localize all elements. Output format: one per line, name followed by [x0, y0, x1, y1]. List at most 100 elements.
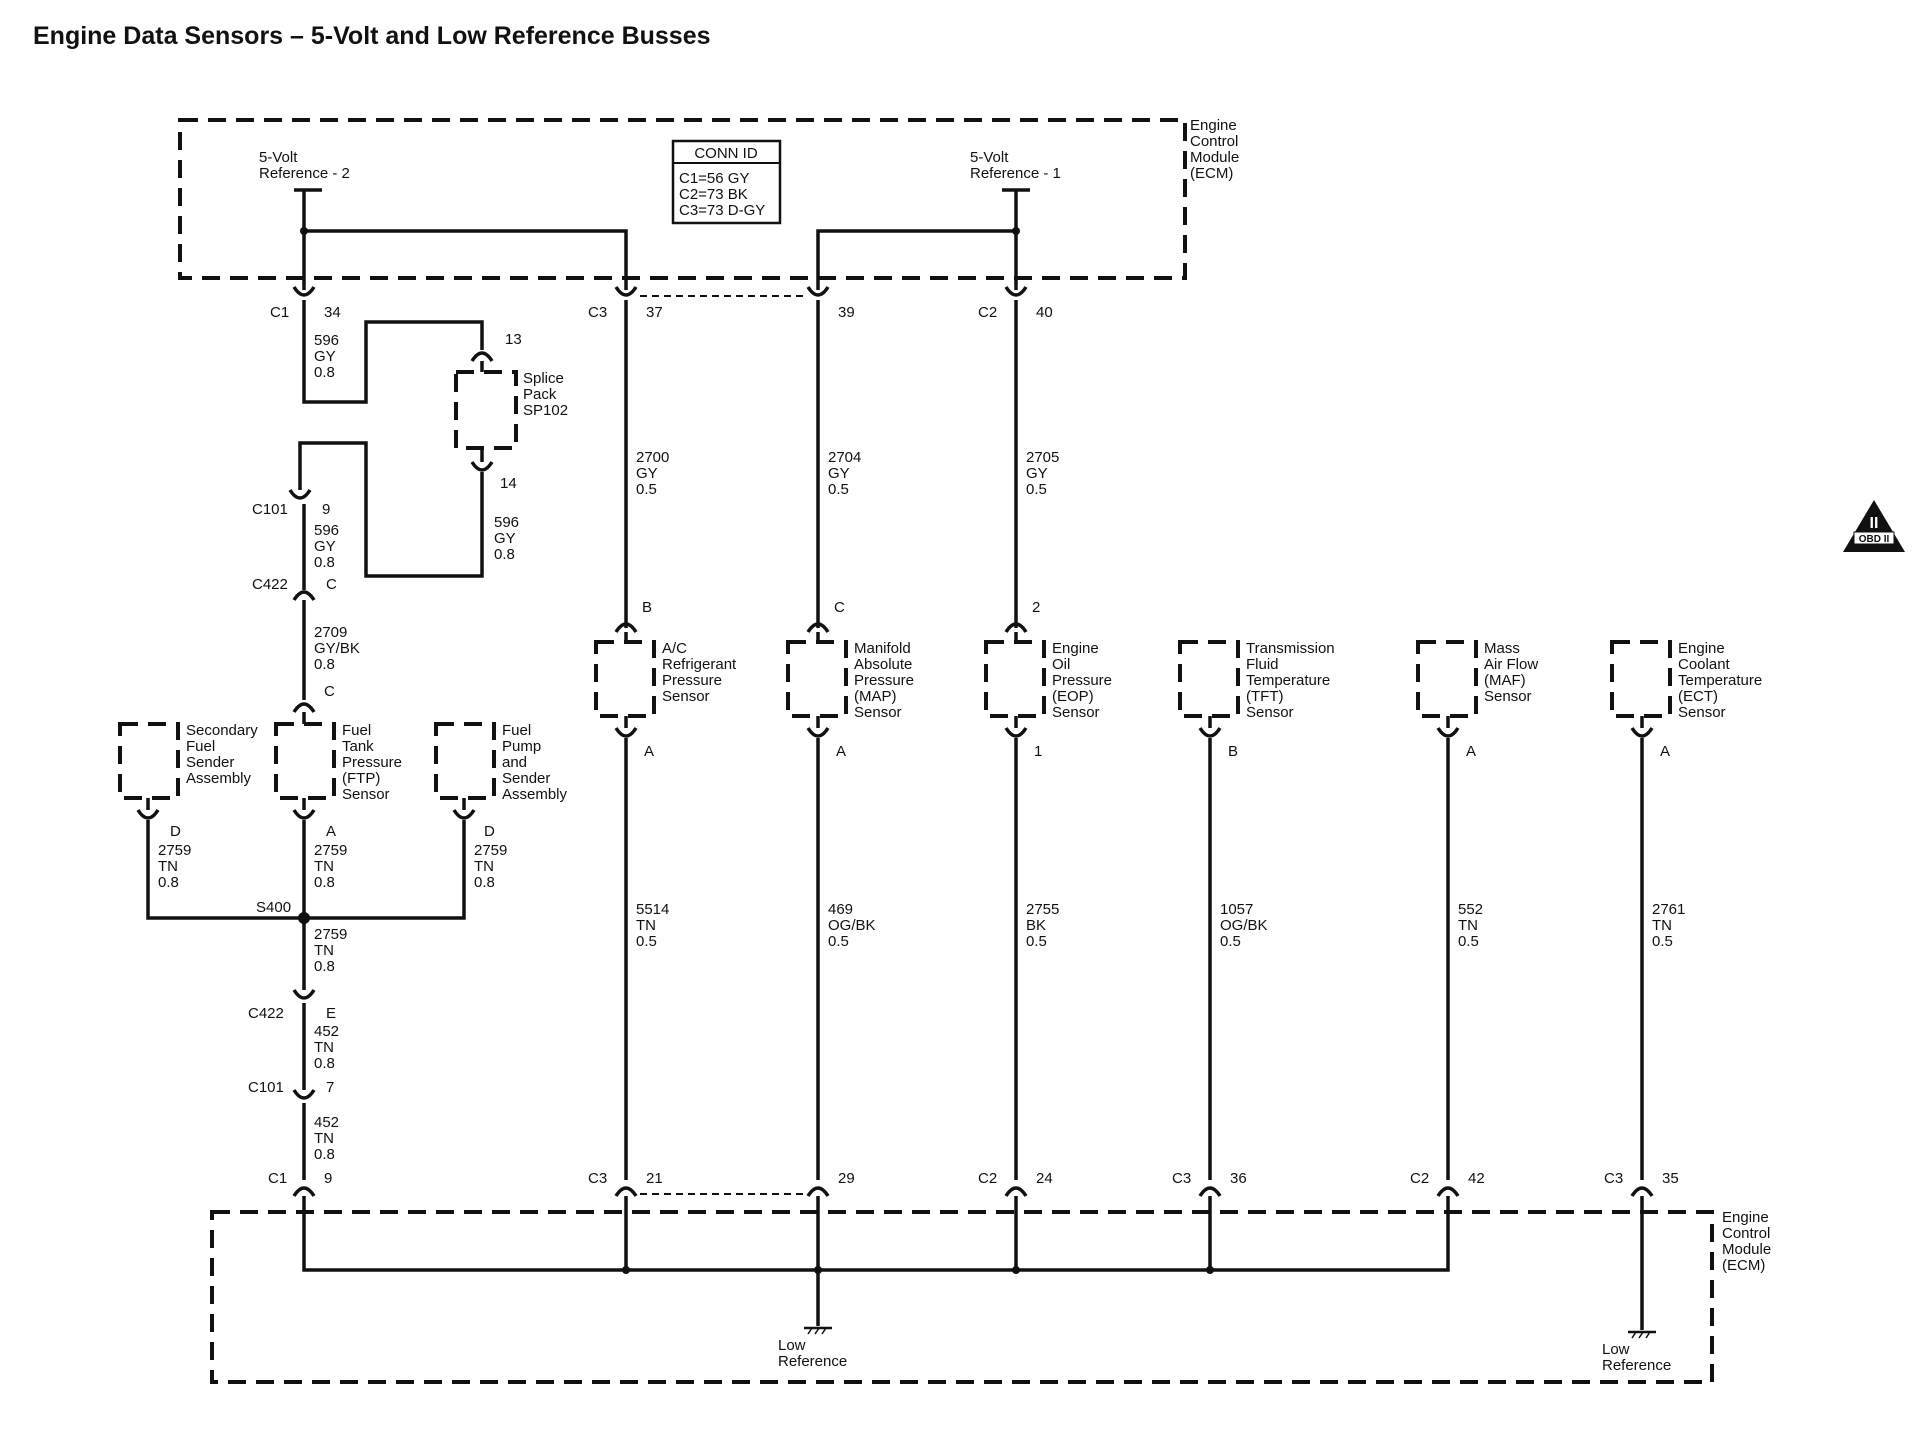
sensor-label: Engine [1678, 640, 1725, 657]
wire-596-a-label: 596 GY 0.8 [314, 332, 339, 381]
ecm-top-label: Engine Control Module (ECM) [1190, 117, 1239, 182]
wire-2759-main-label: 2759 TN 0.8 [314, 926, 347, 975]
svg-text:Module: Module [1190, 149, 1239, 166]
wire-label: 0.5 [828, 481, 849, 498]
low-ref-label-1: Low Reference [778, 1337, 847, 1370]
svg-text:7: 7 [326, 1079, 334, 1096]
svg-text:E: E [326, 1005, 336, 1022]
svg-text:TN: TN [314, 1130, 334, 1147]
pin-label: 24 [1036, 1170, 1053, 1187]
sensor-column-5: EngineCoolantTemperature(ECT)SensorA2761… [1610, 640, 1762, 1180]
ref1-branch [816, 229, 1016, 290]
pin-label: 1 [1034, 743, 1042, 760]
svg-text:0.8: 0.8 [314, 364, 335, 381]
wire-label: 0.5 [636, 481, 657, 498]
sensor-label: Refrigerant [662, 656, 737, 673]
svg-text:452: 452 [314, 1114, 339, 1131]
pin-label: 35 [1662, 1170, 1679, 1187]
sensor-box [1416, 640, 1478, 718]
svg-text:C2: C2 [978, 304, 997, 321]
wire-596-b-label: 596 GY 0.8 [494, 514, 519, 563]
c101-bottom-connector [292, 1089, 316, 1100]
sensor-label: Absolute [854, 656, 912, 673]
sensor-box [1178, 640, 1240, 718]
wire-label: 0.5 [1026, 481, 1047, 498]
sensor-columns: 2700GY0.5BA/CRefrigerantPressureSensorA5… [594, 300, 1762, 1180]
page-title: Engine Data Sensors – 5-Volt and Low Ref… [33, 22, 711, 50]
c422-top-connector [292, 590, 316, 601]
pin-label: 36 [1230, 1170, 1247, 1187]
fuel-pump-sender-label: Fuel Pump and Sender Assembly [502, 722, 568, 803]
sensor-label: Transmission [1246, 640, 1335, 657]
svg-text:Reference - 2: Reference - 2 [259, 165, 350, 182]
pin-label: A [836, 743, 846, 760]
svg-text:(ECM): (ECM) [1722, 1257, 1765, 1274]
secondary-fuel-sender-box [118, 722, 180, 800]
sensor-column-2: 2705GY0.52EngineOilPressure(EOP)Sensor12… [984, 300, 1112, 1180]
svg-text:0.8: 0.8 [158, 874, 179, 891]
svg-text:34: 34 [324, 304, 341, 321]
sensor-box [594, 640, 656, 718]
sensor-top-connector [806, 622, 830, 633]
c101-top-connector [288, 489, 312, 500]
svg-text:Fuel: Fuel [186, 738, 215, 755]
svg-text:9: 9 [322, 501, 330, 518]
svg-text:596: 596 [494, 514, 519, 531]
pin-label: 29 [838, 1170, 855, 1187]
sensor-label: Sensor [1052, 704, 1100, 721]
sensor-label: Temperature [1246, 672, 1330, 689]
sensor-bottom-connector [1436, 727, 1460, 738]
wire-label: OG/BK [828, 917, 876, 934]
ecm-bottom-connector [1630, 1186, 1654, 1197]
ecm-bottom-connector [1198, 1186, 1222, 1197]
conn-label: C2 [978, 1170, 997, 1187]
wire-label: 0.5 [1652, 933, 1673, 950]
sensor-label: Sensor [1484, 688, 1532, 705]
pin-label: 21 [646, 1170, 663, 1187]
svg-text:Engine: Engine [1722, 1209, 1769, 1226]
svg-text:Assembly: Assembly [186, 770, 252, 787]
svg-text:2709: 2709 [314, 624, 347, 641]
svg-text:0.8: 0.8 [314, 1146, 335, 1163]
svg-text:TN: TN [314, 858, 334, 875]
svg-text:Tank: Tank [342, 738, 374, 755]
sensor-label: Sensor [662, 688, 710, 705]
sensor-bottom-connector [1198, 727, 1222, 738]
svg-text:Sensor: Sensor [342, 786, 390, 803]
svg-text:OBD II: OBD II [1859, 534, 1890, 545]
sensor-column-0: 2700GY0.5BA/CRefrigerantPressureSensorA5… [594, 300, 737, 1180]
wire-label: 0.5 [1026, 933, 1047, 950]
svg-text:Reference: Reference [1602, 1357, 1671, 1374]
sensor-label: Sensor [1678, 704, 1726, 721]
conn-label: C3 [1604, 1170, 1623, 1187]
sensor-label: Pressure [854, 672, 914, 689]
sensor-label: Sensor [854, 704, 902, 721]
wire-452-b-label: 452 TN 0.8 [314, 1114, 339, 1163]
svg-text:Pack: Pack [523, 386, 557, 403]
svg-text:0.8: 0.8 [494, 546, 515, 563]
splice-top-pin [470, 351, 494, 362]
svg-text:Control: Control [1722, 1225, 1770, 1242]
svg-text:2759: 2759 [158, 842, 191, 859]
svg-text:C101: C101 [252, 501, 288, 518]
wire-label: 0.5 [1458, 933, 1479, 950]
sensor-label: Mass [1484, 640, 1520, 657]
left-sensor-wire-labels: 2759 TN 0.8 2759 TN 0.8 2759 TN 0.8 [158, 842, 507, 891]
wire-label: GY [828, 465, 850, 482]
sensor-box [984, 640, 1046, 718]
svg-text:TN: TN [314, 942, 334, 959]
secondary-fuel-sender-label: Secondary Fuel Sender Assembly [186, 722, 258, 787]
left-sensor-bottom-wiring [136, 798, 476, 990]
ftp-sensor-box [274, 722, 336, 800]
bus-taps [622, 1196, 1214, 1274]
conn-label: C2 [1410, 1170, 1429, 1187]
svg-text:37: 37 [646, 304, 663, 321]
sensor-top-connector [1004, 622, 1028, 633]
svg-text:39: 39 [838, 304, 855, 321]
svg-text:9: 9 [324, 1170, 332, 1187]
svg-text:A: A [326, 823, 336, 840]
svg-text:40: 40 [1036, 304, 1053, 321]
ground-icon [1628, 1196, 1656, 1339]
sensor-label: (MAP) [854, 688, 897, 705]
